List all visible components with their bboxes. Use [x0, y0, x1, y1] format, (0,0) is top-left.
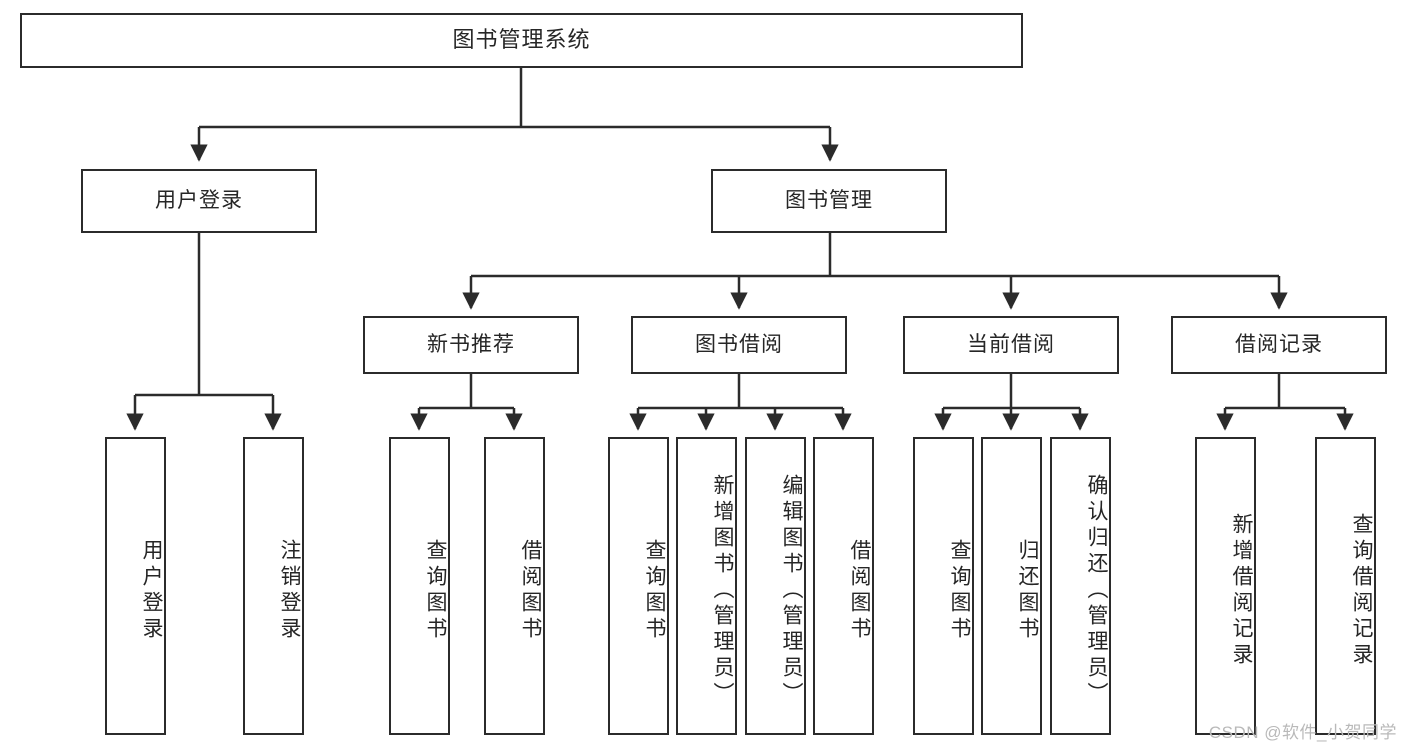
- node-borrow-record[interactable]: 借阅记录: [1171, 316, 1387, 374]
- node-leaf-user-login[interactable]: 用户登录: [105, 437, 166, 735]
- node-leaf-add-record[interactable]: 新增借阅记录: [1195, 437, 1256, 735]
- node-book-manage[interactable]: 图书管理: [711, 169, 947, 233]
- node-leaf-edit-book[interactable]: 编辑图书（管理员）: [745, 437, 806, 735]
- node-root-system[interactable]: 图书管理系统: [20, 13, 1023, 68]
- node-new-book-recommend[interactable]: 新书推荐: [363, 316, 579, 374]
- node-leaf-add-book[interactable]: 新增图书（管理员）: [676, 437, 737, 735]
- node-book-borrow[interactable]: 图书借阅: [631, 316, 847, 374]
- node-leaf-query-book-3[interactable]: 查询图书: [913, 437, 974, 735]
- node-leaf-confirm-return[interactable]: 确认归还（管理员）: [1050, 437, 1111, 735]
- node-leaf-borrow-book-2[interactable]: 借阅图书: [813, 437, 874, 735]
- node-leaf-user-logout[interactable]: 注销登录: [243, 437, 304, 735]
- node-user-login[interactable]: 用户登录: [81, 169, 317, 233]
- node-leaf-query-book-1[interactable]: 查询图书: [389, 437, 450, 735]
- node-current-borrow[interactable]: 当前借阅: [903, 316, 1119, 374]
- node-leaf-query-book-2[interactable]: 查询图书: [608, 437, 669, 735]
- csdn-watermark: CSDN @软件_小贺同学: [1208, 723, 1397, 742]
- node-leaf-return-book[interactable]: 归还图书: [981, 437, 1042, 735]
- node-leaf-borrow-book-1[interactable]: 借阅图书: [484, 437, 545, 735]
- node-leaf-query-record[interactable]: 查询借阅记录: [1315, 437, 1376, 735]
